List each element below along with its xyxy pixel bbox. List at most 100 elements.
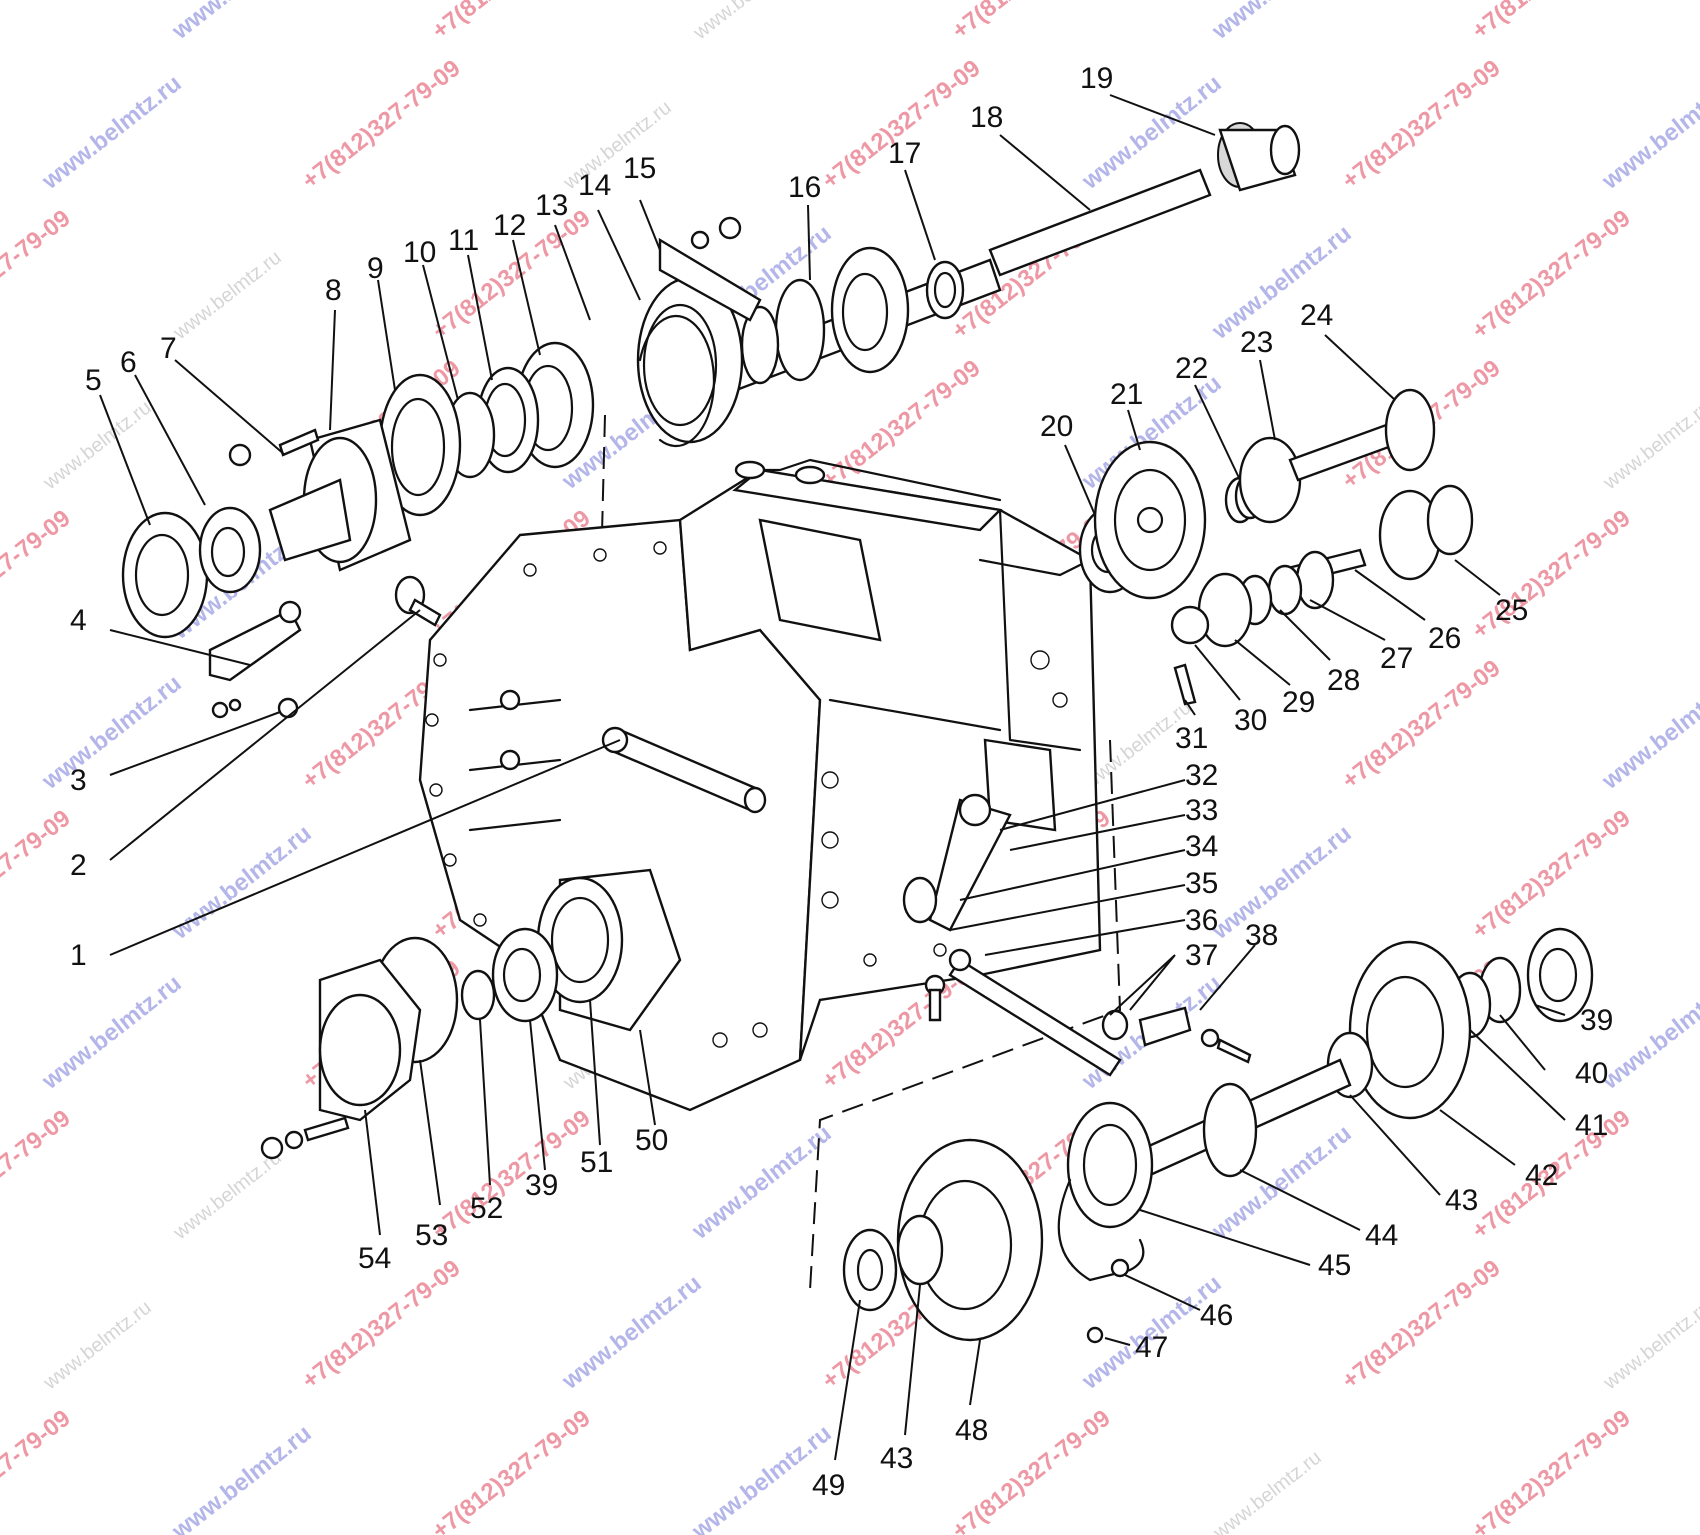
- watermark-phone: +7(812)327-79-09: [0, 1105, 76, 1245]
- label-45: 45: [1318, 1249, 1351, 1282]
- label-32: 32: [1185, 759, 1218, 792]
- label-1: 1: [70, 939, 87, 972]
- watermark-site: www.belmtz.ru: [1599, 397, 1700, 495]
- watermark-phone: +7(812)327-79-09: [1337, 655, 1506, 795]
- watermark-site: www.belmtz.ru: [686, 1120, 836, 1246]
- label-5: 5: [85, 364, 102, 397]
- label-35: 35: [1185, 867, 1218, 900]
- label-20: 20: [1040, 410, 1073, 443]
- watermark-phone: +7(812)327-79-09: [427, 1405, 596, 1535]
- label-30: 30: [1234, 704, 1267, 737]
- watermark-phone: +7(812)327-79-09: [0, 205, 76, 345]
- label-23: 23: [1240, 326, 1273, 359]
- label-41: 41: [1575, 1109, 1608, 1142]
- shift-lever-group: [902, 793, 1252, 1077]
- label-50: 50: [635, 1124, 668, 1157]
- label-31: 31: [1175, 722, 1208, 755]
- watermark-phone: +7(812)327-79-09: [0, 0, 76, 45]
- watermark-phone: +7(812)327-79-09: [0, 805, 76, 945]
- label-6: 6: [120, 346, 137, 379]
- label-53: 53: [415, 1219, 448, 1252]
- label-13: 13: [535, 189, 568, 222]
- label-19: 19: [1080, 62, 1113, 95]
- watermark-phone: +7(812)327-79-09: [817, 55, 986, 195]
- leader-lines: [99, 94, 1566, 1461]
- watermark-phone: +7(812)327-79-09: [1337, 55, 1506, 195]
- label-9: 9: [367, 252, 384, 285]
- label-29: 29: [1282, 686, 1315, 719]
- watermark-site: www.belmtz.ru: [166, 820, 316, 946]
- watermark-site: www.belmtz.ru: [36, 70, 186, 196]
- watermark-site: www.belmtz.ru: [1206, 220, 1356, 346]
- label-42: 42: [1525, 1159, 1558, 1192]
- watermark-phone: +7(812)327-79-09: [817, 355, 986, 495]
- label-43-bottom: 43: [880, 1442, 913, 1475]
- watermark-phone: +7(812)327-79-09: [1467, 205, 1636, 345]
- countershaft-gear-group: [1078, 388, 1474, 706]
- watermark-site: www.belmtz.ru: [1596, 670, 1700, 796]
- label-25: 25: [1495, 594, 1528, 627]
- watermark-site: www.belmtz.ru: [39, 397, 156, 495]
- watermark-site: www.belmtz.ru: [166, 1420, 316, 1535]
- watermark-site: www.belmtz.ru: [1209, 1447, 1326, 1535]
- label-14: 14: [578, 169, 611, 202]
- label-27: 27: [1380, 642, 1413, 675]
- input-shaft-assembly: [121, 122, 1301, 719]
- label-52: 52: [470, 1192, 503, 1225]
- watermark-site: www.belmtz.ru: [39, 1297, 156, 1395]
- watermark-site: www.belmtz.ru: [689, 0, 806, 45]
- label-4: 4: [70, 604, 87, 637]
- label-34: 34: [1185, 830, 1218, 863]
- label-39-left: 39: [525, 1169, 558, 1202]
- watermark-phone: +7(812)327-79-09: [1467, 0, 1636, 45]
- label-22: 22: [1175, 352, 1208, 385]
- label-36: 36: [1185, 904, 1218, 937]
- label-12: 12: [493, 209, 526, 242]
- watermark-phone: +7(812)327-79-09: [297, 55, 466, 195]
- watermark-site: www.belmtz.ru: [559, 97, 676, 195]
- watermark-phone: +7(812)327-79-09: [1467, 1405, 1636, 1535]
- watermark-site: www.belmtz.ru: [1599, 1297, 1700, 1395]
- label-8: 8: [325, 274, 342, 307]
- label-26: 26: [1428, 622, 1461, 655]
- label-21: 21: [1110, 378, 1143, 411]
- label-17: 17: [888, 137, 921, 170]
- watermark-site: www.belmtz.ru: [36, 670, 186, 796]
- label-33: 33: [1185, 794, 1218, 827]
- label-40: 40: [1575, 1057, 1608, 1090]
- watermark-site: www.belmtz.ru: [1206, 820, 1356, 946]
- label-38: 38: [1245, 919, 1278, 952]
- label-51: 51: [580, 1146, 613, 1179]
- watermark-phone: +7(812)327-79-09: [297, 1255, 466, 1395]
- label-18: 18: [970, 101, 1003, 134]
- rear-cover-group: [260, 868, 682, 1160]
- label-47: 47: [1135, 1331, 1168, 1364]
- label-44: 44: [1365, 1219, 1398, 1252]
- label-39-right: 39: [1580, 1004, 1613, 1037]
- label-7: 7: [160, 332, 177, 365]
- watermark-site: www.belmtz.ru: [556, 1270, 706, 1396]
- label-54: 54: [358, 1242, 391, 1275]
- watermark-phone: +7(812)327-79-09: [947, 0, 1116, 45]
- watermark-phone: +7(812)327-79-09: [0, 1405, 76, 1535]
- watermark-phone: +7(812)327-79-09: [1467, 505, 1636, 645]
- label-37: 37: [1185, 939, 1218, 972]
- label-15: 15: [623, 152, 656, 185]
- transmission-housing: [418, 458, 1102, 1112]
- watermark-phone: +7(812)327-79-09: [427, 1105, 596, 1245]
- watermark-site: www.belmtz.ru: [36, 970, 186, 1096]
- label-11: 11: [448, 224, 479, 257]
- watermark-site: www.belmtz.ru: [166, 0, 316, 45]
- label-24: 24: [1300, 299, 1333, 332]
- label-46: 46: [1200, 1299, 1233, 1332]
- watermark-site: www.belmtz.ru: [1596, 70, 1700, 196]
- watermark-site: www.belmtz.ru: [169, 247, 286, 345]
- watermark-phone: +7(812)327-79-09: [1337, 1255, 1506, 1395]
- label-10: 10: [403, 236, 436, 269]
- watermark-phone: +7(812)327-79-09: [427, 0, 596, 45]
- watermark-site: www.belmtz.ru: [1206, 0, 1356, 45]
- label-2: 2: [70, 849, 87, 882]
- watermark-phone: +7(812)327-79-09: [1467, 805, 1636, 945]
- label-49: 49: [812, 1469, 845, 1502]
